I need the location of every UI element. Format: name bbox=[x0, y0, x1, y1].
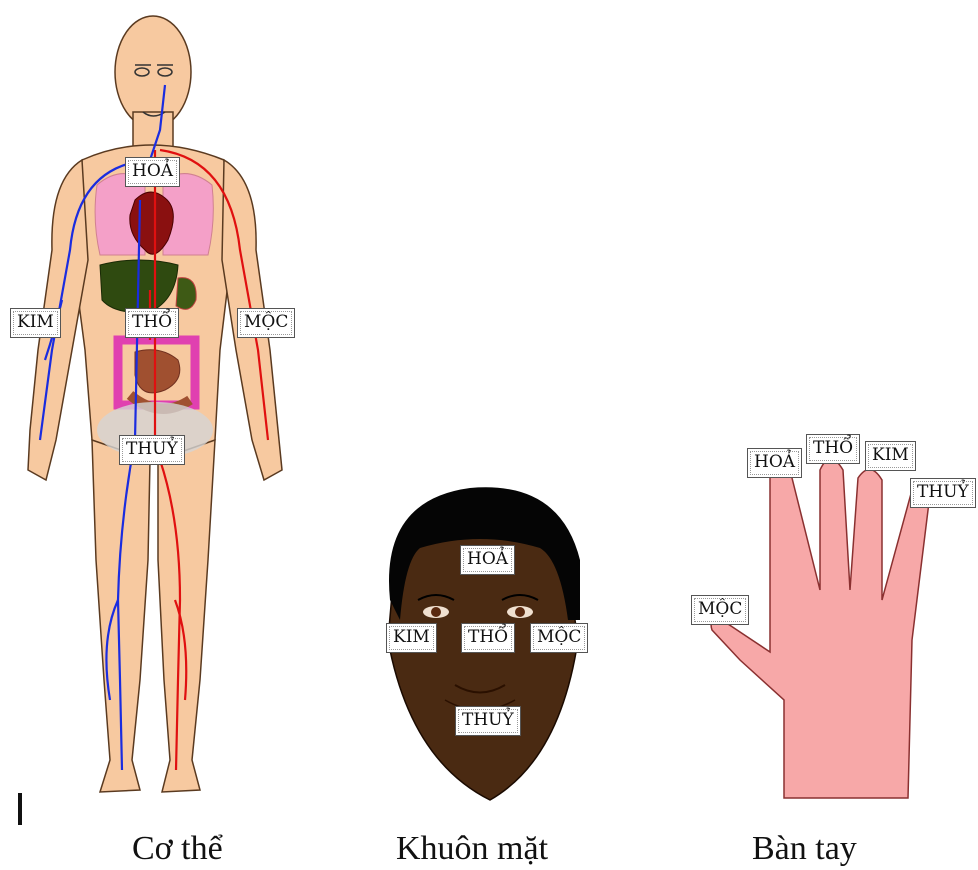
hand-label-hoa: HOẢ bbox=[747, 448, 802, 478]
face-label-kim: KIM bbox=[386, 623, 437, 653]
hand-label-kim: KIM bbox=[865, 441, 916, 471]
face-label-tho: THỔ bbox=[461, 623, 515, 653]
face-label-thuy: THUỶ bbox=[455, 706, 521, 736]
hand-shape bbox=[711, 459, 930, 798]
face-label-hoa: HOẢ bbox=[460, 545, 515, 575]
hand-label-thuy: THUỶ bbox=[910, 478, 976, 508]
human-body-figure bbox=[28, 16, 282, 792]
caption-body: Cơ thể bbox=[132, 830, 223, 868]
body-label-thuy: THUỶ bbox=[119, 435, 185, 465]
body-label-moc: MỘC bbox=[237, 308, 295, 338]
hand-label-moc: MỘC bbox=[691, 595, 749, 625]
hand-label-tho: THỔ bbox=[806, 434, 860, 464]
caption-hand: Bàn tay bbox=[752, 830, 857, 868]
text-cursor bbox=[18, 793, 22, 825]
body-label-kim: KIM bbox=[10, 308, 61, 338]
caption-face: Khuôn mặt bbox=[396, 830, 548, 868]
hand-figure bbox=[711, 459, 930, 798]
body-label-tho: THỔ bbox=[125, 308, 179, 338]
stomach bbox=[176, 278, 196, 310]
body-label-hoa: HOẢ bbox=[125, 157, 180, 187]
face-label-moc: MỘC bbox=[530, 623, 588, 653]
